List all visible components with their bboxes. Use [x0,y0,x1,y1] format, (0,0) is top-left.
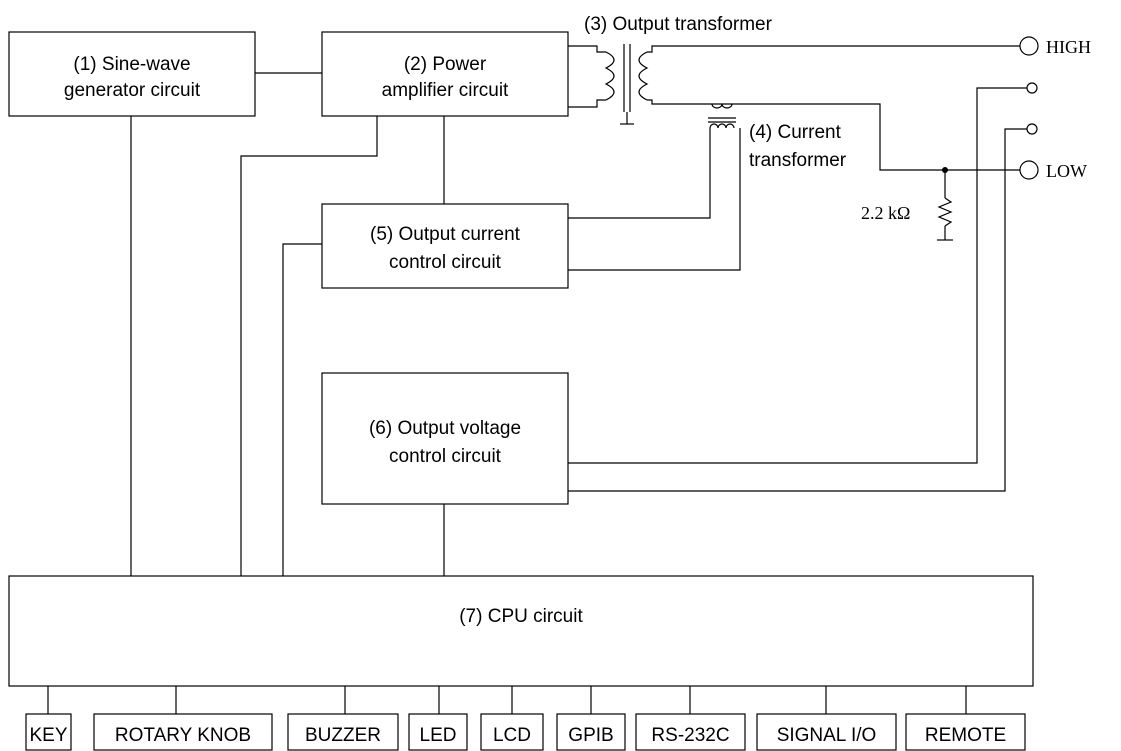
peripheral-box-rotary-knob [93,713,273,751]
current-transformer-label-2: transformer [749,150,847,171]
peripheral-box-led [408,713,468,751]
block-wires [130,72,445,576]
wire-to-high [647,45,1020,53]
secondary-coil [638,51,649,101]
wire-ct-to-current-ctrl-2 [568,128,741,271]
peripheral-label-remote: REMOTE [925,725,1006,746]
output-voltage-label-1: (6) Output voltage [369,418,521,439]
peripheral-box-buzzer [287,713,399,751]
peripheral-label-rs-232c: RS-232C [651,725,729,746]
output-current-control-block: (5) Output current control circuit [321,203,569,289]
wire-sense-1-to-voltage-ctrl [568,87,1027,464]
high-terminal-label: HIGH [1046,37,1091,57]
sense-terminal-2 [1026,123,1038,135]
sine-wave-generator-block: (1) Sine-wave generator circuit [8,31,256,117]
output-terminals: HIGH LOW [568,36,1091,492]
peripheral-label-gpib: GPIB [568,725,613,746]
sense-terminal-1 [1026,82,1038,94]
high-terminal [1019,36,1039,56]
peripheral-box-lcd [480,713,544,751]
peripheral-label-lcd: LCD [493,725,531,746]
wire-sense-2-to-voltage-ctrl [568,128,1027,492]
primary-wire-bottom [568,99,606,108]
wire-to-low [647,99,1020,171]
output-current-label-2: control circuit [389,252,502,273]
output-voltage-label-2: control circuit [389,446,502,467]
output-current-label-1: (5) Output current [370,224,521,245]
peripheral-box-rs-232c [635,713,746,751]
current-transformer-label-1: (4) Current [749,122,842,143]
primary-wire-top [568,45,606,53]
peripheral-box-signal-i-o [756,713,897,751]
peripheral-label-buzzer: BUZZER [305,725,381,746]
wire-current-ctrl-to-cpu [282,243,322,576]
ct-secondary-coil [709,123,735,129]
peripheral-label-led: LED [420,725,457,746]
peripherals: KEY ROTARY KNOB BUZZER LED LCD GPIB RS-232C SIG… [25,686,1026,751]
resistor-zigzag [937,197,953,227]
low-terminal-label: LOW [1046,161,1087,181]
low-terminal [1019,160,1039,180]
peripheral-label-rotary-knob: ROTARY KNOB [115,725,251,746]
peripheral-box-gpib [556,713,626,751]
wire-ct-to-current-ctrl-1 [568,128,711,219]
peripheral-label-signal-i-o: SIGNAL I/O [777,725,877,746]
resistor-label: 2.2 kΩ [861,203,910,223]
peripheral-label-key: KEY [29,725,67,746]
sense-resistor: 2.2 kΩ [861,167,953,241]
sine-wave-label-2: generator circuit [64,80,201,101]
primary-coil [604,51,615,101]
output-transformer-label: (3) Output transformer [584,14,773,35]
wire-amp-to-cpu [240,116,378,576]
cpu-block: (7) CPU circuit [8,575,1034,687]
output-voltage-control-block: (6) Output voltage control circuit [321,372,569,505]
power-amplifier-block: (2) Power amplifier circuit [321,31,569,117]
power-amp-label-2: amplifier circuit [382,80,509,101]
cpu-label: (7) CPU circuit [459,606,583,627]
peripheral-box-remote [905,713,1026,751]
output-transformer: (3) Output transformer [568,14,1020,171]
peripheral-box-key [25,713,72,751]
ct-primary-loop [711,103,733,109]
power-amp-label-1: (2) Power [404,54,487,75]
current-transformer: (4) Current transformer [568,103,847,271]
sine-wave-label-1: (1) Sine-wave [73,54,190,75]
